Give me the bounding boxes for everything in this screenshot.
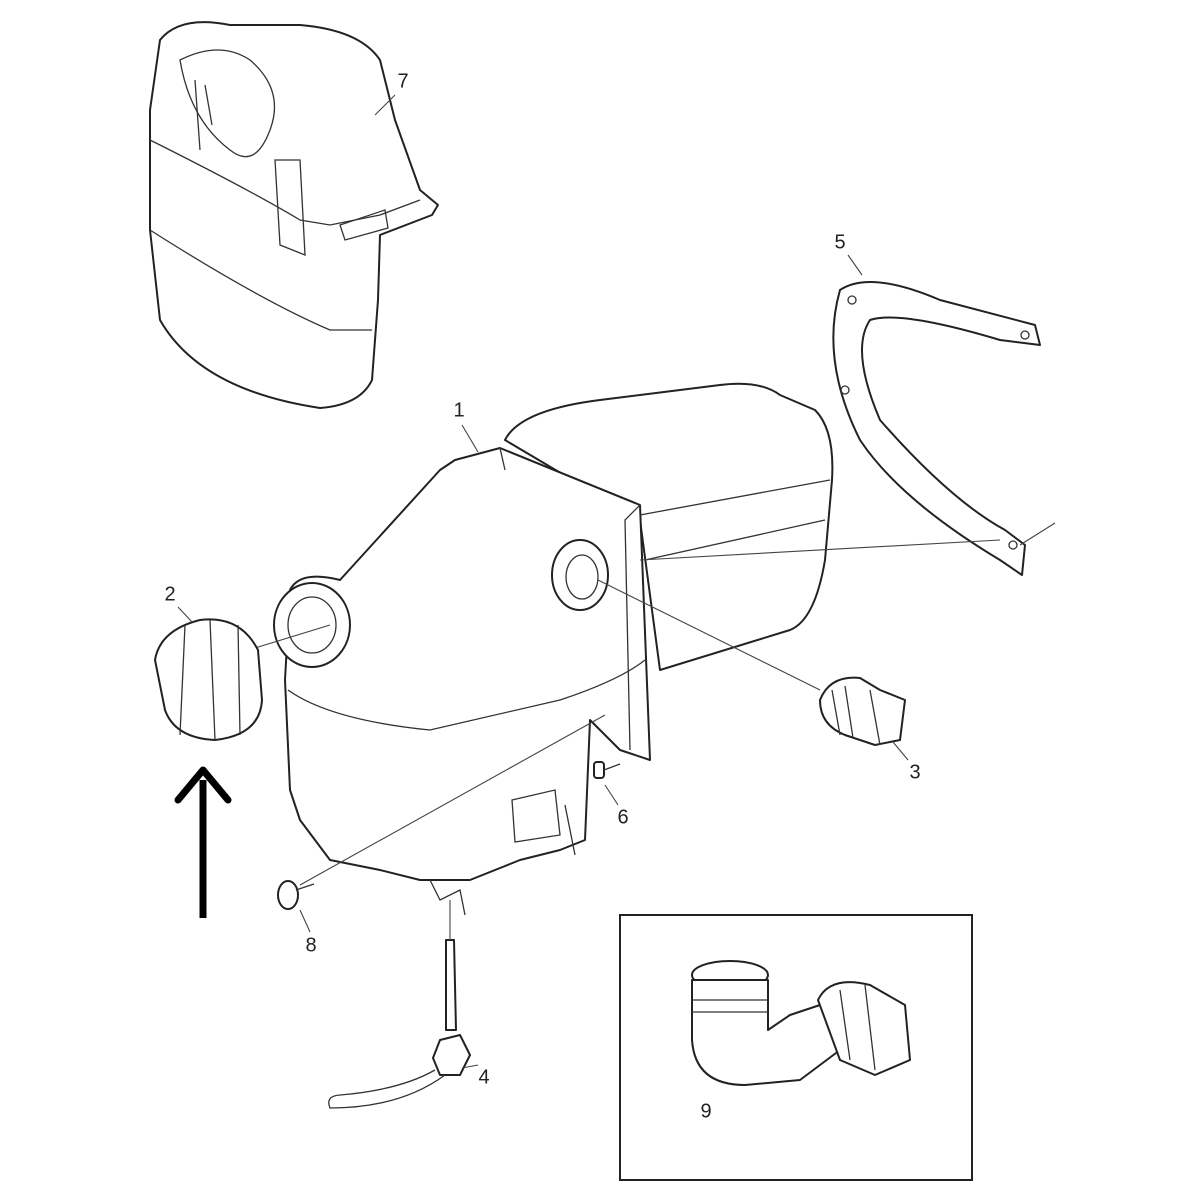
- callout-4: 4: [478, 1066, 490, 1089]
- callout-8: 8: [305, 934, 317, 957]
- callout-9: 9: [700, 1100, 712, 1123]
- callout-7: 7: [397, 70, 409, 93]
- part-6-screw: [593, 761, 621, 779]
- part-2-cap: [154, 618, 263, 741]
- part-5-strap: [832, 281, 1056, 576]
- part-3-plug: [819, 676, 906, 746]
- inset-box: [619, 914, 973, 1181]
- up-arrow-icon: [174, 766, 232, 918]
- callout-6: 6: [617, 806, 629, 829]
- part-1-reservoir: [254, 382, 1001, 916]
- callout-3: 3: [909, 761, 921, 784]
- part-8-bolt: [277, 880, 315, 910]
- part-4-sensor: [328, 900, 471, 1109]
- callout-5: 5: [834, 231, 846, 254]
- callout-2: 2: [164, 583, 176, 606]
- callout-1: 1: [453, 399, 465, 422]
- part-7-cover: [149, 21, 439, 409]
